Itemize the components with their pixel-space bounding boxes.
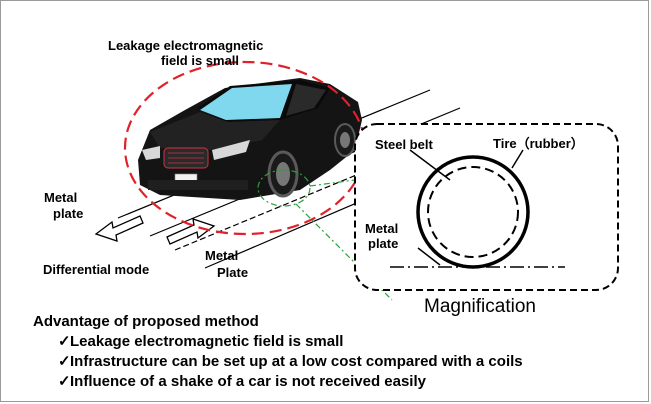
leakage-label-line1: Leakage electromagnetic — [108, 38, 264, 53]
steel-belt-label: Steel belt — [375, 137, 433, 152]
leakage-label-line2: field is small — [161, 53, 240, 68]
magnification-box — [354, 123, 619, 291]
tire-leader — [511, 149, 524, 169]
advantage-item: ✓Influence of a shake of a car is not re… — [58, 373, 426, 390]
metal-plate-inset-label-line2: plate — [368, 236, 399, 251]
car-illustration — [138, 78, 362, 200]
differential-mode-arrows — [94, 215, 216, 245]
arrow-right-icon — [166, 218, 216, 245]
wheel-contact-marker — [257, 169, 311, 207]
metal-plate-center-label-line2: Plate — [217, 265, 249, 280]
differential-mode-label: Differential mode — [43, 262, 150, 277]
metal-plate-left-label-line1: Metal — [44, 190, 78, 205]
steel-belt-ring — [427, 166, 519, 258]
metal-plate-inset-label-line1: Metal — [365, 221, 399, 236]
advantage-heading: Advantage of proposed method — [33, 313, 259, 330]
metal-plate-leader — [417, 247, 441, 266]
check-icon: ✓ — [58, 333, 71, 350]
windshield — [200, 84, 292, 120]
headlight-right — [212, 140, 250, 160]
hood — [150, 112, 280, 150]
steel-belt-leader — [409, 149, 451, 181]
headlight-left — [142, 146, 160, 160]
magnification-title: Magnification — [424, 296, 536, 317]
arrow-left-icon — [94, 215, 144, 242]
check-icon: ✓ — [58, 353, 71, 370]
side-window — [286, 84, 326, 116]
advantage-item: ✓Infrastructure can be set up at a low c… — [58, 353, 523, 370]
metal-plate-center-label-line1: Metal — [205, 248, 239, 263]
advantage-item: ✓Leakage electromagnetic field is small — [58, 333, 344, 350]
metal-plate-left-label-line2: plate — [53, 206, 84, 221]
advantage-list: ✓Leakage electromagnetic field is small … — [58, 332, 523, 392]
bumper — [148, 180, 248, 190]
tire-rubber-label: Tire（rubber） — [493, 136, 584, 151]
check-icon: ✓ — [58, 373, 71, 390]
